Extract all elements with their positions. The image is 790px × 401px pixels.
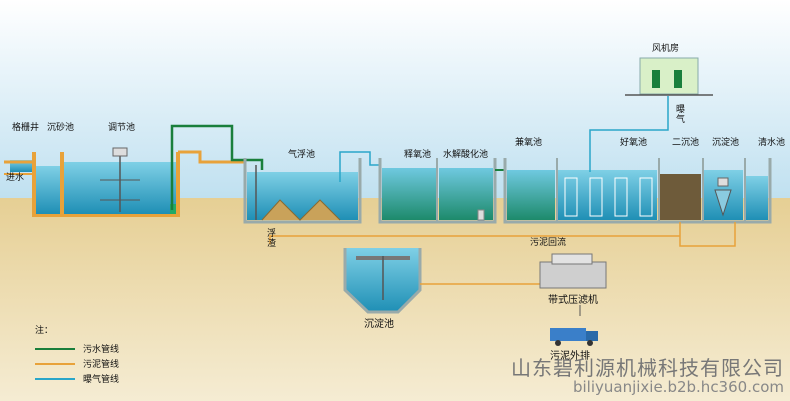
legend-item-sewage: 污水管线: [35, 342, 119, 355]
sewage-pipe-2: [339, 151, 380, 182]
belt-filter-press-machine: [539, 253, 607, 316]
label-blower-room: 风机房: [652, 44, 680, 54]
watermark-company: 山东碧利源机械科技有限公司: [511, 356, 784, 380]
aeration-pipe: [589, 96, 669, 172]
label-grit-chamber: 沉砂池: [47, 123, 75, 133]
legend-label-sewage: 污水管线: [83, 345, 120, 355]
label-scum: 浮渣: [265, 228, 275, 248]
label-aerobic-tank: 好氧池: [620, 138, 648, 148]
label-sludge-out: 污泥外排: [550, 351, 590, 362]
label-secondary-clarifier: 二沉池: [672, 138, 700, 148]
sludge-truck: [550, 328, 598, 346]
label-belt-filter-press: 带式压滤机: [548, 295, 598, 306]
label-sedimentation-tank: 沉淀池: [712, 138, 740, 148]
label-aeration: 曝气: [674, 104, 684, 124]
legend-item-sludge: 污泥管线: [35, 357, 119, 370]
legend-swatch-aeration: [35, 377, 75, 380]
label-dilution-tank: 释氧池: [404, 150, 432, 160]
label-sludge-return: 污泥回流: [530, 238, 567, 248]
watermark-url: biliyuanjixie.b2b.hc360.com: [572, 378, 784, 396]
label-air-flotation-tank: 气浮池: [288, 150, 316, 160]
blower-room: [625, 57, 713, 96]
label-settling-tank: 沉淀池: [364, 319, 394, 330]
label-hydrolysis-tank: 水解酸化池: [443, 150, 489, 160]
settling-tank-lower: [343, 248, 422, 314]
legend-title: 注：: [35, 326, 54, 336]
legend-label-sludge: 污泥管线: [83, 360, 120, 370]
label-water-inlet: 进水: [6, 173, 25, 183]
dilution-hydrolysis-tanks: [378, 158, 497, 224]
pretreatment-tanks: [4, 147, 245, 217]
legend-label-aeration: 曝气管线: [83, 375, 120, 385]
label-anoxic-tank: 兼氧池: [515, 138, 543, 148]
label-clear-water-tank: 清水池: [758, 138, 786, 148]
biological-treatment-tanks: [503, 158, 772, 224]
label-grille-well: 格栅井: [12, 123, 40, 133]
sludge-return-pipe: [269, 222, 736, 247]
legend-item-aeration: 曝气管线: [35, 372, 119, 385]
label-equalization-tank: 调节池: [108, 123, 136, 133]
air-flotation-tank: [243, 158, 362, 224]
legend-swatch-sludge: [35, 362, 75, 365]
legend-swatch-sewage: [35, 347, 75, 350]
sewage-pipe-1: [170, 124, 264, 210]
